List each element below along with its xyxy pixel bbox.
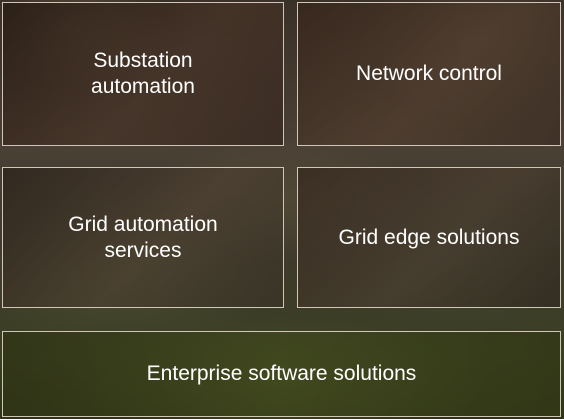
tile-grid-automation-services[interactable]: Grid automation services	[2, 167, 284, 308]
tile-label: Grid edge solutions	[338, 225, 520, 249]
tile-label: Substation automation	[91, 49, 195, 98]
tile-label: Enterprise software solutions	[146, 362, 417, 386]
tile-enterprise-software-solutions[interactable]: Enterprise software solutions	[2, 331, 561, 417]
tile-substation-automation[interactable]: Substation automation	[2, 2, 284, 146]
tile-grid-edge-solutions[interactable]: Grid edge solutions	[297, 167, 561, 308]
tile-network-control[interactable]: Network control	[297, 2, 561, 146]
tile-label: Network control	[356, 62, 502, 86]
tile-label: Grid automation services	[68, 212, 218, 262]
